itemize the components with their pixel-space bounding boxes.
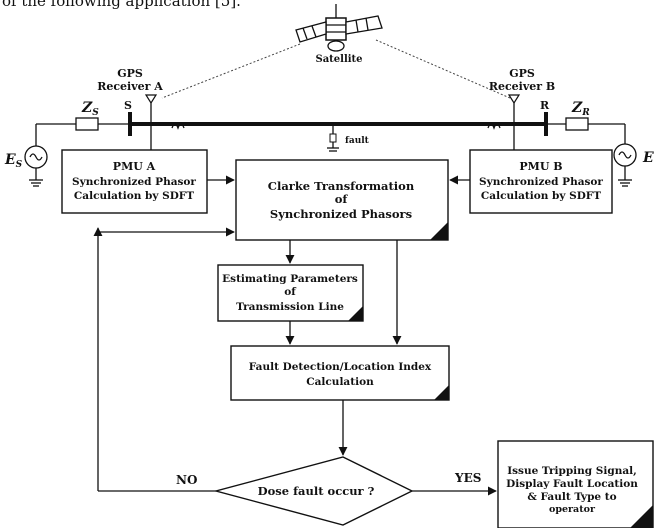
estimating-box — [217, 264, 364, 322]
ct-a-icon — [171, 123, 185, 130]
yes-label: YES — [454, 471, 481, 485]
clarke-line3: Synchronized Phasors — [270, 207, 412, 221]
fault-label: fault — [345, 136, 370, 146]
ct-b-icon — [487, 123, 501, 130]
gps-b-label-line2: Receiver B — [489, 80, 555, 93]
pmu-b-box — [469, 149, 613, 214]
output-line3: & Fault Type to — [527, 491, 616, 503]
satellite-label: Satellite — [315, 54, 362, 65]
fault-symbol — [327, 124, 339, 152]
gps-b-label-line1: GPS — [509, 67, 535, 80]
e-r-label: E — [642, 150, 654, 166]
bus-r-label: R — [540, 99, 550, 112]
output-line1: Issue Tripping Signal, — [507, 465, 637, 477]
decision-diamond — [213, 456, 414, 526]
pmu-a-line3: Calculation by SDFT — [74, 190, 194, 202]
pmu-a-line2: Synchronized Phasor — [72, 176, 196, 188]
output-line4: operator — [549, 504, 596, 515]
gps-a-antenna-icon — [144, 94, 158, 105]
z-r-label: ZR — [571, 100, 590, 118]
gps-a-label-line2: Receiver A — [97, 80, 163, 93]
estimating-line1: Estimating Parameters — [222, 273, 358, 285]
gps-a-label-line1: GPS — [117, 67, 143, 80]
clarke-line1: Clarke Transformation — [268, 179, 415, 193]
estimating-line3: Transmission Line — [236, 301, 344, 313]
z-s-label: ZS — [81, 100, 99, 118]
clarke-line2: of — [335, 192, 349, 206]
pmu-b-line1: PMU B — [519, 160, 562, 173]
pmu-b-line3: Calculation by SDFT — [481, 190, 601, 202]
satellite-icon — [295, 4, 383, 52]
impedance-zr — [565, 117, 589, 131]
e-s-label: ES — [4, 152, 23, 170]
fault-detection-line2: Calculation — [306, 376, 374, 388]
pmu-a-line1: PMU A — [113, 160, 156, 173]
fault-detection-box — [230, 345, 450, 401]
bus-s-label: S — [124, 99, 132, 112]
estimating-line2: of — [284, 286, 297, 298]
output-box — [497, 440, 654, 528]
decision-label: Dose fault occur ? — [258, 484, 375, 498]
pmu-b-line2: Synchronized Phasor — [479, 176, 603, 188]
clarke-box — [235, 159, 449, 241]
output-line2: Display Fault Location — [506, 478, 638, 490]
header-text: of the following application [5]. — [2, 0, 241, 10]
fault-detection-line1: Fault Detection/Location Index — [249, 361, 432, 373]
gps-b-antenna-icon — [507, 94, 521, 105]
impedance-zs — [75, 117, 99, 131]
no-label: NO — [176, 473, 197, 487]
pmu-a-box — [61, 149, 208, 214]
